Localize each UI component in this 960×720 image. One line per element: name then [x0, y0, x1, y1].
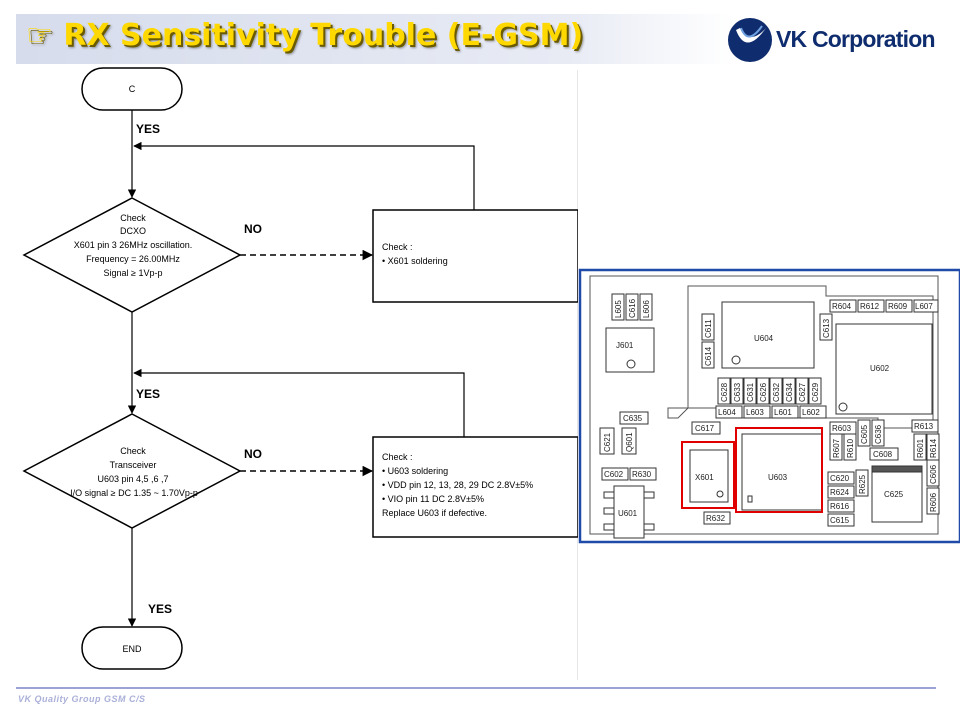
pcb-label: L601	[774, 408, 792, 417]
pcb-label: R616	[830, 502, 850, 511]
pcb-label: U603	[768, 473, 788, 482]
pcb-layout: L605 C616 L606 J601 C611 C614 U604 C613 …	[578, 268, 960, 544]
pcb-label: C611	[704, 319, 713, 338]
decision1-line: X601 pin 3 26MHz oscillation.	[74, 240, 193, 250]
decision1-line: Frequency = 26.00MHz	[86, 254, 180, 264]
action-box-1	[372, 209, 578, 303]
pcb-label: C621	[603, 432, 612, 452]
pcb-label: R625	[858, 474, 867, 494]
pcb-label: C636	[874, 424, 883, 444]
x601-highlight	[681, 441, 735, 509]
pcb-label: L604	[718, 408, 736, 417]
decision2-line: I/O signal ≥ DC 1.35 ~ 1.70Vp-p	[70, 488, 198, 498]
action2-line: • U603 soldering	[382, 466, 448, 476]
pcb-label: Q601	[625, 432, 634, 452]
pcb-label: U604	[754, 334, 774, 343]
action2-line: Check :	[382, 452, 413, 462]
pcb-label: R624	[830, 488, 850, 497]
pcb-label: J601	[616, 341, 634, 350]
pcb-label: C602	[604, 470, 624, 479]
pcb-label: L605	[614, 300, 623, 318]
action2-line: Replace U603 if defective.	[382, 508, 487, 518]
no-label-1: NO	[244, 222, 262, 236]
pcb-label: C625	[884, 490, 904, 499]
yes-label-3: YES	[148, 602, 172, 616]
pcb-label: R632	[706, 514, 726, 523]
no-label-2: NO	[244, 447, 262, 461]
pcb-label: R609	[888, 302, 908, 311]
pcb-label: C617	[695, 424, 715, 433]
footer-rule	[16, 687, 936, 689]
company-logo: VK Corporation	[726, 16, 940, 64]
end-terminal	[81, 626, 183, 670]
pcb-label: U601	[618, 509, 638, 518]
action1-line: Check :	[382, 242, 413, 252]
pcb-label: C608	[873, 450, 893, 459]
pcb-label: C605	[860, 424, 869, 444]
pcb-label: C634	[785, 382, 794, 402]
pcb-label: L607	[915, 302, 933, 311]
pcb-label: R613	[914, 422, 934, 431]
loop-back-arrow-2	[133, 368, 465, 437]
action2-line: • VDD pin 12, 13, 28, 29 DC 2.8V±5%	[382, 480, 533, 490]
pcb-label: R606	[929, 492, 938, 512]
pcb-label: C613	[822, 318, 831, 338]
page-title: ☞ RX Sensitivity Trouble (E-GSM)	[26, 18, 584, 53]
pcb-label: U602	[870, 364, 890, 373]
pcb-label: C635	[623, 414, 643, 423]
pcb-label: R630	[632, 470, 652, 479]
pcb-label: C627	[798, 382, 807, 402]
pcb-label: L603	[746, 408, 764, 417]
yes-label-1: YES	[136, 122, 160, 136]
action2-line: • VIO pin 11 DC 2.8V±5%	[382, 494, 484, 504]
pcb-label: L602	[802, 408, 820, 417]
pcb-label: C614	[704, 346, 713, 366]
pcb-label: R607	[832, 438, 841, 458]
pcb-label: R612	[860, 302, 880, 311]
pcb-label: R610	[846, 438, 855, 458]
pcb-label: R603	[832, 424, 852, 433]
decision2-line: Check	[120, 446, 146, 456]
pcb-label: R604	[832, 302, 852, 311]
pcb-label: R601	[916, 438, 925, 458]
action-box-2	[372, 436, 578, 538]
pcb-label: C633	[733, 382, 742, 402]
pcb-label: C632	[772, 382, 781, 402]
pcb-label: C616	[628, 298, 637, 318]
start-terminal-label: C	[129, 84, 136, 94]
pcb-label: L606	[642, 300, 651, 318]
section-divider	[577, 70, 578, 680]
title-bar	[16, 14, 936, 64]
action1-line: • X601 soldering	[382, 256, 448, 266]
yes-label-2: YES	[136, 387, 160, 401]
pcb-label: C615	[830, 516, 850, 525]
vk-swoosh-logo-icon	[728, 18, 772, 62]
pcb-label: X601	[695, 473, 714, 482]
pcb-label: C629	[811, 382, 820, 402]
decision1-line: Check	[120, 213, 146, 223]
pcb-label: C606	[929, 464, 938, 484]
decision2-line: U603 pin 4,5 ,6 ,7	[97, 474, 168, 484]
decision1-line: Signal ≥ 1Vp-p	[104, 268, 163, 278]
u603-highlight	[735, 427, 823, 513]
pcb-label: R614	[929, 438, 938, 458]
pcb-label: C626	[759, 382, 768, 402]
logo-text: VK Corporation	[776, 26, 936, 52]
footer-text: VK Quality Group GSM C/S	[18, 694, 146, 704]
loop-back-arrow-1	[133, 141, 475, 210]
decision2-line: Transceiver	[110, 460, 157, 470]
flowchart: C YES Check DCXO X601 pin 3 26MHz oscill…	[22, 67, 578, 670]
pcb-label: C628	[720, 382, 729, 402]
pcb-label: C620	[830, 474, 850, 483]
decision-transceiver	[22, 413, 242, 529]
decision1-line: DCXO	[120, 226, 146, 236]
pcb-label: C631	[746, 382, 755, 402]
end-terminal-label: END	[122, 644, 142, 654]
